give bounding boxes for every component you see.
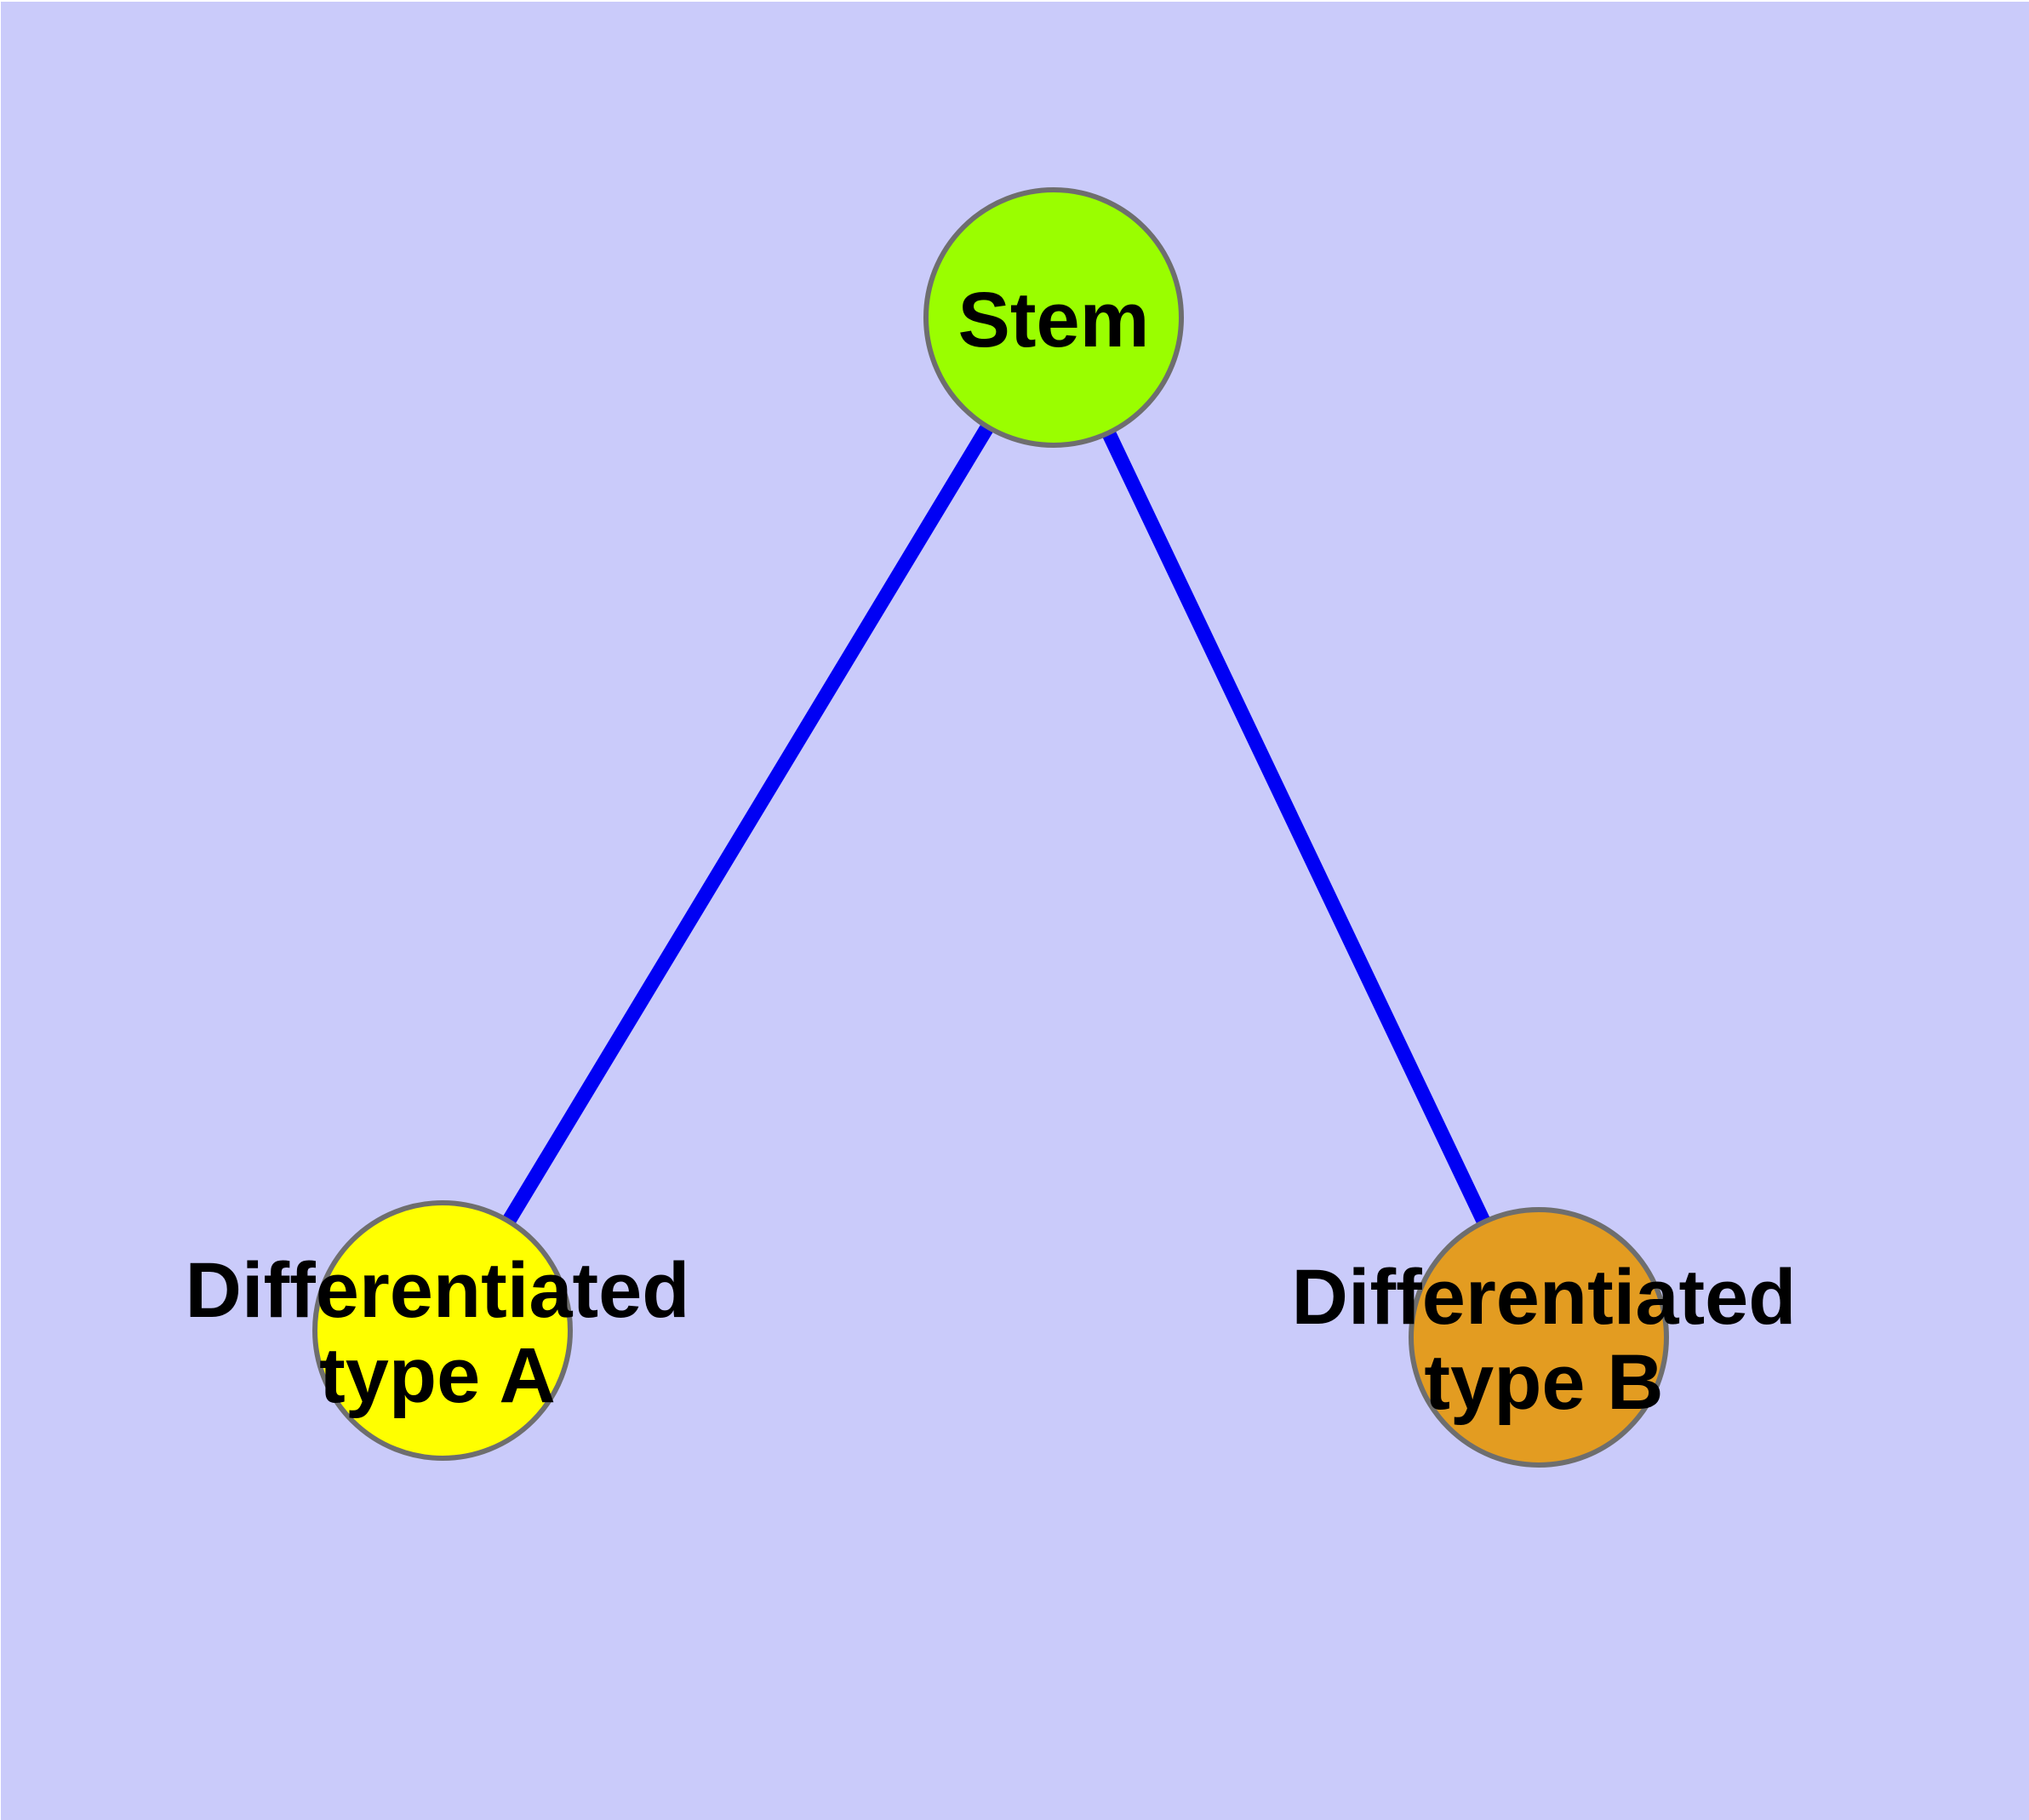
node-type-a-circle (312, 1200, 573, 1461)
node-type-b-label-line1: Differentiated (1292, 1254, 1797, 1341)
node-stem: Stem (923, 187, 1184, 448)
edge-stem-to-type-a (436, 313, 1060, 1335)
node-type-b-label-line2: type B (1424, 1339, 1663, 1426)
node-stem-label: Stem (958, 277, 1150, 363)
node-type-a-label-line1: Differentiated (186, 1247, 690, 1334)
node-differentiated-type-a: Differentiated type A (186, 1200, 690, 1461)
node-type-b-circle (1409, 1207, 1669, 1468)
edge-stem-to-type-b (1047, 314, 1546, 1341)
node-stem-circle (923, 187, 1184, 448)
node-type-a-label-line2: type A (319, 1332, 556, 1419)
node-differentiated-type-b: Differentiated type B (1292, 1207, 1797, 1468)
